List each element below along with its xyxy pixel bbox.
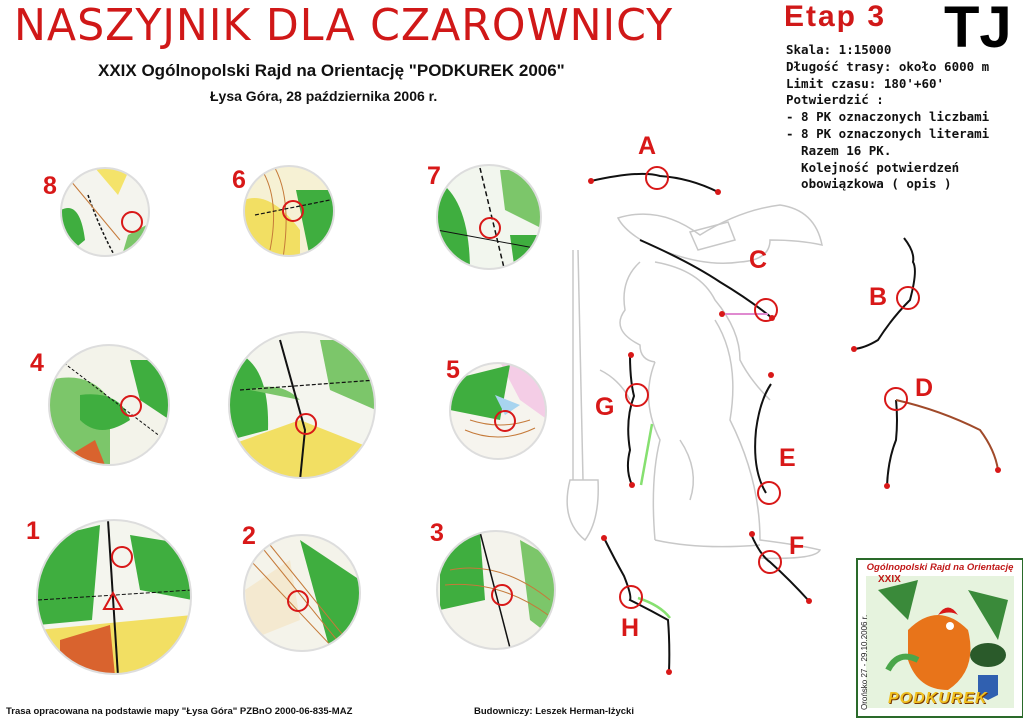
map-fragment-5 (450, 363, 546, 459)
map-label-5: 5 (446, 356, 460, 384)
map-label-1: 1 (26, 517, 40, 545)
info-line: Razem 16 PK. (786, 142, 892, 158)
map-label-8: 8 (43, 172, 57, 200)
route-connector-h (637, 596, 671, 619)
event-logo: Ogólnopolski Rajd na Orientację XXIX Oro… (856, 558, 1023, 718)
map-label-2: 2 (242, 522, 256, 550)
route-label-b: B (869, 283, 888, 311)
map-fragment-1 (37, 520, 191, 674)
map-label-4: 4 (30, 349, 44, 377)
witch-sketch (566, 204, 823, 560)
logo-ring-text: Ogólnopolski Rajd na Orientację (866, 562, 1014, 573)
route-label-e: E (779, 444, 796, 472)
event-subtitle: XXIX Ogólnopolski Rajd na Orientację "PO… (98, 61, 565, 80)
route-points (588, 178, 1001, 675)
map-fragment-center (229, 332, 375, 478)
route-label-f: F (789, 532, 805, 560)
route-label-h: H (621, 614, 640, 642)
info-line: Kolejność potwierdzeń (786, 159, 960, 175)
route-segment-e (754, 383, 772, 494)
route-segment-h (603, 537, 671, 673)
category-label: TJ (944, 0, 1012, 60)
info-line: Potwierdzić : (786, 92, 884, 108)
page-title: NASZYJNIK DLA CZAROWNICY (14, 0, 674, 51)
course-setter-credit: Budowniczy: Leszek Herman-Iżycki (474, 706, 634, 717)
route-connector-d (895, 399, 999, 471)
info-line: - 8 PK oznaczonych literami (786, 125, 990, 141)
route-segment-a (590, 172, 719, 193)
route-segment-d (886, 399, 898, 487)
info-line: Skala: 1:15000 (786, 42, 892, 57)
map-label-3: 3 (430, 519, 444, 547)
logo-name: PODKUREK (888, 690, 988, 707)
route-label-g: G (595, 393, 615, 421)
info-line: obowiązkowa ( opis ) (786, 176, 952, 192)
map-label-6: 6 (232, 166, 246, 194)
route-control-circles (619, 166, 920, 609)
route-connector-g (639, 423, 654, 486)
map-label-7: 7 (427, 162, 441, 190)
logo-dates: Orońsko 27 - 29.10.2006 r. (860, 614, 869, 710)
info-line: Limit czasu: 180'+60' (786, 75, 945, 91)
info-line: - 8 PK oznaczonych liczbami (786, 109, 990, 125)
route-segment-f (750, 533, 810, 602)
route-label-a: A (638, 132, 657, 160)
logo-edition: XXIX (878, 574, 901, 585)
route-lines (590, 172, 916, 673)
rooster-icon (866, 576, 1014, 708)
info-line: Długość trasy: około 6000 m (786, 58, 990, 74)
stage-label: Etap 3 (784, 0, 887, 33)
location-date: Łysa Góra, 28 października 2006 r. (210, 88, 438, 104)
map-fragment-4 (49, 345, 169, 465)
map-fragment-2 (244, 535, 360, 651)
route-label-d: D (915, 374, 934, 402)
map-source-credit: Trasa opracowana na podstawie mapy "Łysa… (6, 706, 353, 717)
map-fragment-7 (437, 165, 541, 269)
route-label-c: C (749, 246, 768, 274)
route-segment-b (853, 237, 916, 350)
route-segment-g (626, 354, 636, 486)
